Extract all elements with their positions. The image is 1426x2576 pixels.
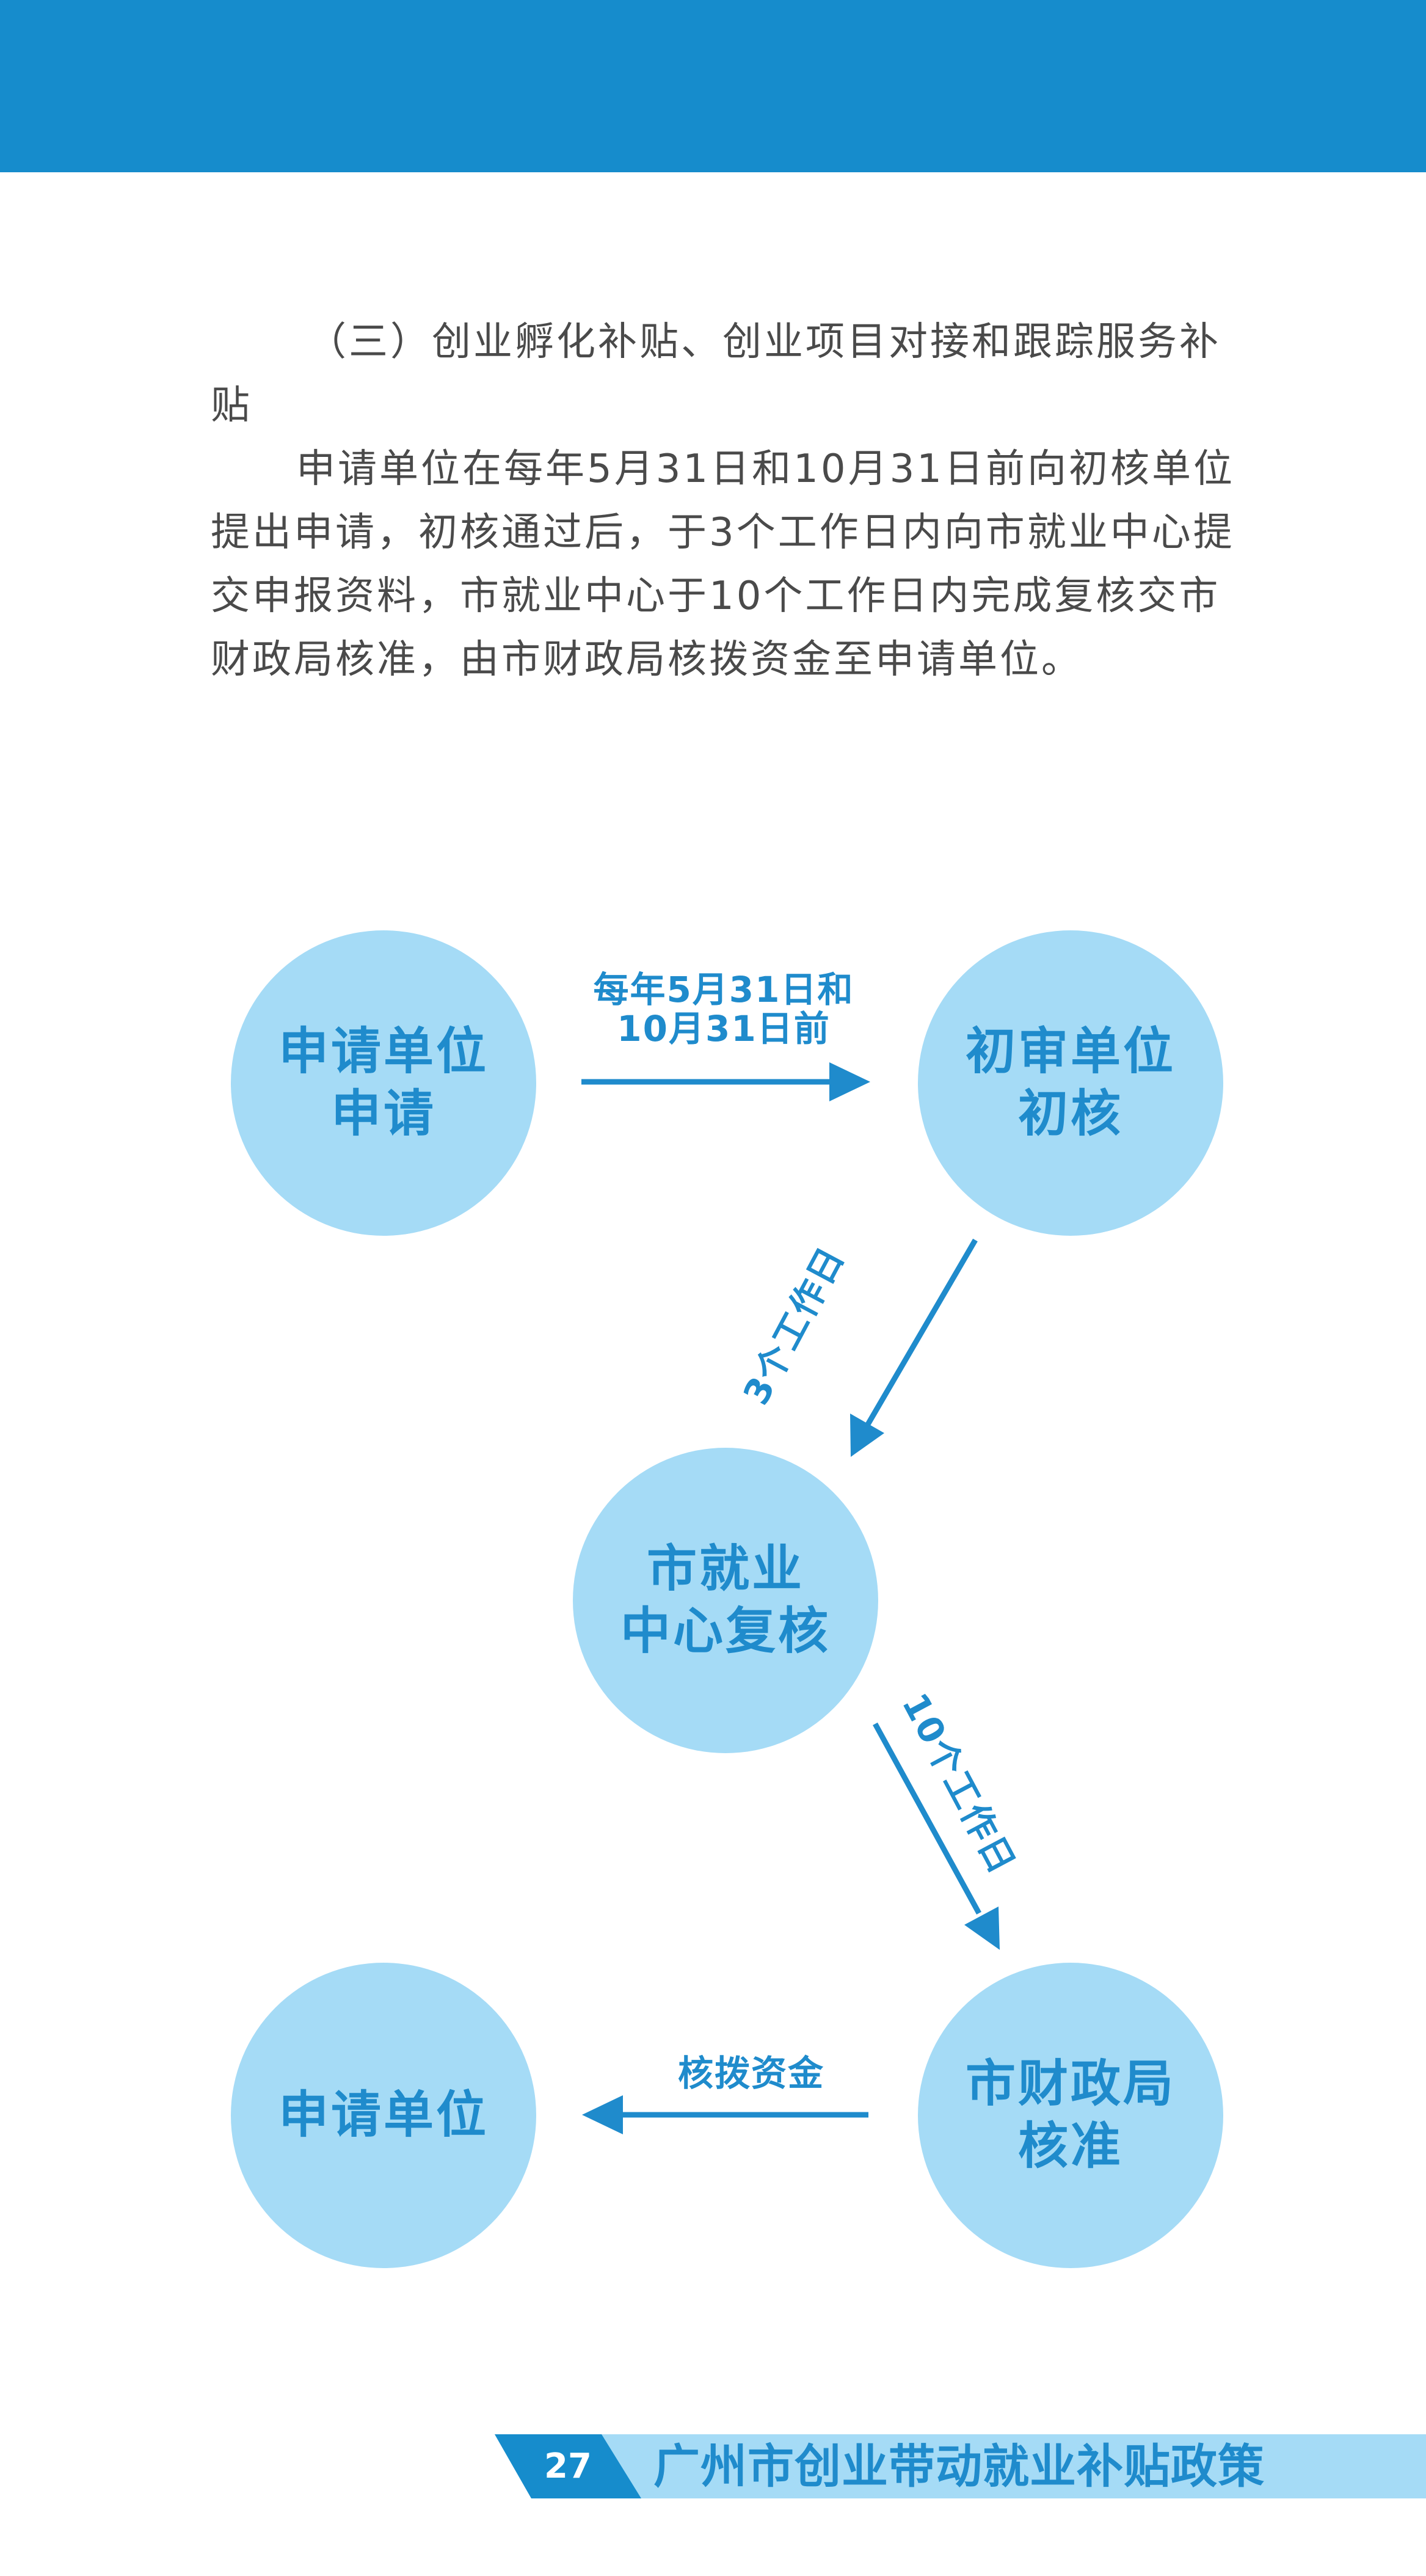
edge-label-line: 每年5月31日和 <box>593 969 854 1010</box>
footer-band <box>495 2434 1426 2498</box>
node-finance-bureau-approve: 市财政局 核准 <box>918 1963 1223 2268</box>
node-line: 中心复核 <box>620 1602 831 1660</box>
node-line: 初审单位 <box>965 1023 1176 1081</box>
node-line: 市就业 <box>646 1540 804 1598</box>
arrowhead-left <box>582 2095 623 2134</box>
node-initial-review: 初审单位 初核 <box>918 930 1223 1236</box>
node-line: 核准 <box>1017 2117 1123 2175</box>
edge-label-fund-allocation: 核拨资金 <box>677 2052 824 2094</box>
node-line: 市财政局 <box>965 2055 1176 2113</box>
arrowhead-down-left <box>850 1414 884 1457</box>
arrow-review-to-center <box>864 1238 978 1429</box>
arrowhead-right <box>829 1062 870 1101</box>
arrowhead-down-right <box>964 1906 1000 1950</box>
header-bar <box>0 0 1426 172</box>
node-line: 申请单位 <box>278 1023 489 1081</box>
arrow-center-to-finance <box>873 1722 981 1915</box>
node-employment-center-review: 市就业 中心复核 <box>573 1448 878 1753</box>
policy-text: （三）创业孵化补贴、创业项目对接和跟踪服务补贴 申请单位在每年5月31日和10月… <box>211 310 1249 691</box>
edge-label-deadline: 每年5月31日和 10月31日前 <box>583 970 864 1048</box>
page-number: 27 <box>544 2446 592 2486</box>
edge-label-line: 10月31日前 <box>617 1008 831 1049</box>
node-line: 申请 <box>330 1085 436 1143</box>
section-paragraph: 申请单位在每年5月31日和10月31日前向初核单位提出申请，初核通过后，于3个工… <box>211 447 1235 682</box>
node-line: 申请单位 <box>278 2086 489 2144</box>
node-line: 初核 <box>1017 1085 1123 1143</box>
node-applicant-receive: 申请单位 <box>231 1963 536 2268</box>
node-applicant-apply: 申请单位 申请 <box>231 930 536 1236</box>
footer-title: 广州市创业带动就业补贴政策 <box>653 2439 1265 2494</box>
section-heading: （三）创业孵化补贴、创业项目对接和跟踪服务补贴 <box>211 319 1221 428</box>
